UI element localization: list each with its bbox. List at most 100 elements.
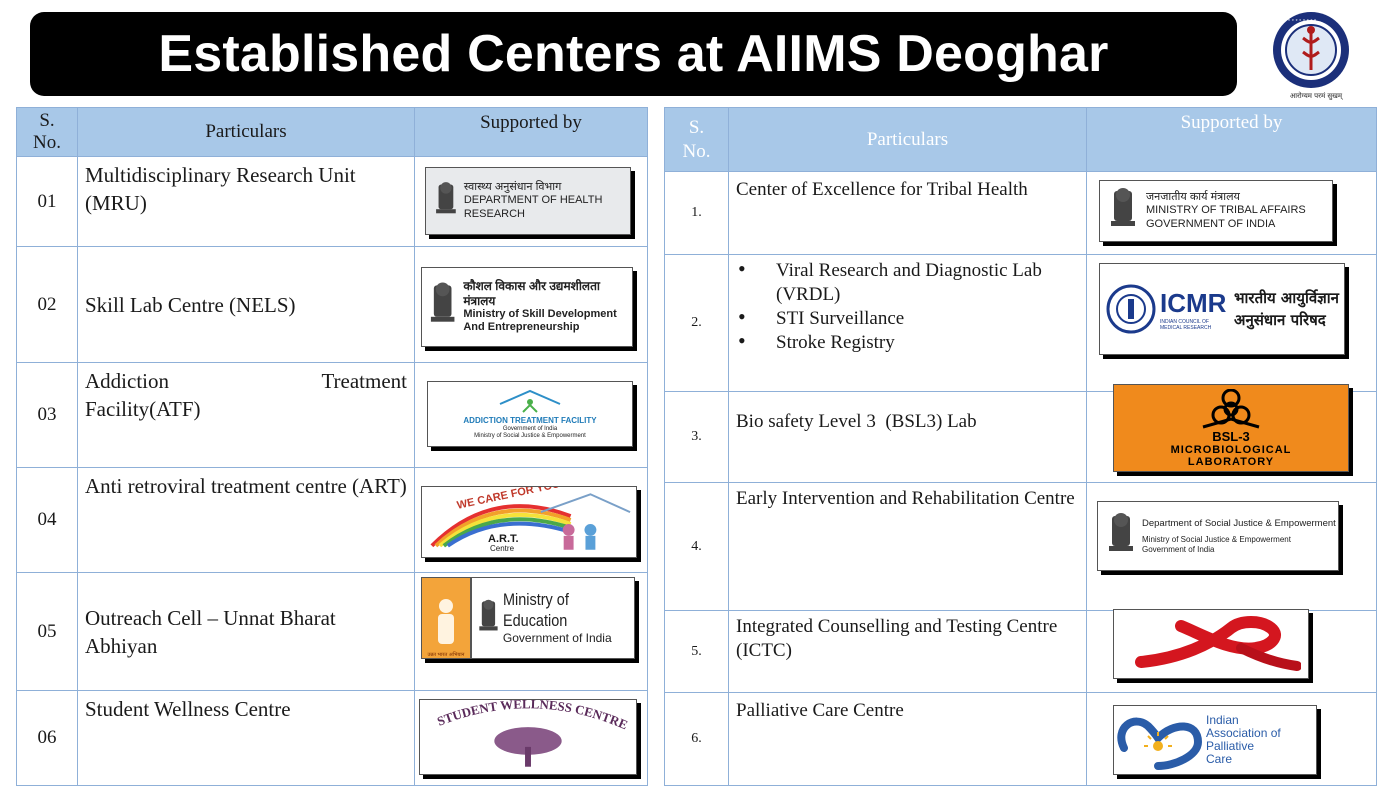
services-list: Viral Research and Diagnostic Lab (VRDL)… (736, 257, 1079, 355)
header-supported-by: Supported by (414, 107, 648, 157)
table-header-row: S.No. Particulars Supported by (664, 107, 1377, 172)
row-sno: 04 (16, 467, 78, 573)
table-row: 04 Anti retroviral treatment centre (ART… (16, 467, 648, 573)
row-particular: Palliative Care Centre (728, 692, 1087, 786)
row-sno: 01 (16, 156, 78, 247)
title-banner: Established Centers at AIIMS Deoghar (30, 12, 1237, 96)
logo-line: And Entrepreneurship (463, 321, 580, 334)
logo-line: INDIAN COUNCIL OF MEDICAL RESEARCH (1160, 318, 1212, 331)
art-centre-logo: WE CARE FOR YOU A.R.T. Centre (421, 486, 637, 558)
ashoka-emblem-icon (436, 182, 456, 214)
right-centers-table: S.No. Particulars Supported by 1. Center… (664, 107, 1377, 786)
palliative-care-logo: Indian Association of Palliative Care (1113, 705, 1317, 775)
list-item: Viral Research and Diagnostic Lab (VRDL) (736, 257, 1079, 307)
table-row: 03 Addiction Treatment Facility(ATF) ADD… (16, 362, 648, 468)
page-title: Established Centers at AIIMS Deoghar (158, 25, 1109, 83)
logo-line: उन्नत भारत अभियान (427, 652, 465, 658)
skill-development-logo: कौशल विकास और उद्यमशीलता मंत्रालय Minist… (421, 267, 633, 347)
rainbow-family-icon (430, 493, 631, 550)
bsl3-sign: BSL-3 MICROBIOLOGICAL LABORATORY (1113, 384, 1349, 472)
emblem-caption: आरोग्यम परमं सुखम् (1289, 92, 1343, 100)
logo-line: स्वास्थ्य अनुसंधान विभाग (463, 181, 562, 194)
logo-line: MINISTRY OF TRIBAL AFFAIRS (1146, 204, 1306, 217)
tree-icon: STUDENT WELLNESS CENTRE (435, 700, 630, 767)
particular-line: Facility(ATF) (85, 397, 201, 421)
row-particular: Anti retroviral treatment centre (ART) (77, 467, 415, 573)
logo-line: Ministry of Social Justice & Empowerment (474, 432, 586, 439)
student-wellness-logo: STUDENT WELLNESS CENTRE (419, 699, 637, 775)
atf-logo: ADDICTION TREATMENT FACILITY Government … (427, 381, 633, 447)
table-row: 5. Integrated Counselling and Testing Ce… (664, 609, 1377, 693)
row-supported-by: ADDICTION TREATMENT FACILITY Government … (414, 362, 648, 468)
row-particular: Integrated Counselling and Testing Centr… (728, 610, 1087, 693)
row-particular: Student Wellness Centre (77, 690, 415, 786)
list-item: Stroke Registry (736, 329, 1079, 355)
logo-line: ADDICTION TREATMENT FACILITY (463, 416, 597, 426)
logo-line: Association of (1206, 726, 1281, 740)
header-sno: S.No. (664, 107, 729, 172)
icmr-seal-icon (1106, 284, 1156, 334)
table-row: 4. Early Intervention and Rehabilitation… (664, 482, 1377, 611)
logo-line: Government of India (1142, 544, 1215, 554)
icmr-logo: ICMR INDIAN COUNCIL OF MEDICAL RESEARCH … (1099, 263, 1345, 355)
logo-line: अनुसंधान परिषद (1234, 311, 1326, 329)
row-supported-by: कौशल विकास और उद्यमशीलता मंत्रालय Minist… (414, 246, 648, 363)
table-row: 01 Multidisciplinary Research Unit (MRU)… (16, 156, 648, 247)
ministry-education-logo: Ministry of Education Government of Indi… (471, 577, 635, 659)
row-sno: 1. (664, 171, 729, 255)
social-justice-logo: Department of Social Justice & Empowerme… (1097, 501, 1339, 571)
table-row: 6. Palliative Care Centre Indian Associa… (664, 692, 1377, 786)
header-particulars: Particulars (77, 107, 415, 157)
logo-line: Government of India (502, 425, 558, 432)
logo-line: Department of Social Justice & Empowerme… (1142, 517, 1336, 529)
logo-line: Palliative (1206, 739, 1255, 753)
row-sno: 6. (664, 692, 729, 786)
aiims-emblem: ॰ ॰ ॰ ॰ ॰ ॰ ॰ ॰ आरोग्यम परमं सुखम् (1268, 10, 1354, 102)
row-particular: Outreach Cell – Unnat Bharat Abhiyan (77, 572, 415, 691)
row-sno: 4. (664, 482, 729, 611)
header-particulars: Particulars (728, 107, 1087, 172)
biohazard-icon (1202, 388, 1260, 428)
dhr-logo: स्वास्थ्य अनुसंधान विभाग DEPARTMENT OF H… (425, 167, 631, 235)
logo-line: MICROBIOLOGICAL (1170, 443, 1292, 456)
row-sno: 02 (16, 246, 78, 363)
logo-line: जनजातीय कार्य मंत्रालय (1146, 191, 1240, 204)
logo-line: BSL-3 (1212, 428, 1250, 444)
table-row: 2. Viral Research and Diagnostic Lab (VR… (664, 254, 1377, 392)
red-ribbon-icon (1135, 616, 1301, 671)
list-item: STI Surveillance (736, 305, 1079, 331)
row-supported-by: Indian Association of Palliative Care (1086, 692, 1377, 786)
row-supported-by: स्वास्थ्य अनुसंधान विभाग DEPARTMENT OF H… (414, 156, 648, 247)
logo-line: Ministry of Education (502, 590, 569, 630)
logo-line: Ministry of Social Justice & Empowerment (1142, 535, 1291, 545)
row-sno: 3. (664, 391, 729, 483)
logo-line: Government of India (502, 631, 612, 646)
logo-line: ICMR (1160, 287, 1227, 318)
logo-line: भारतीय आयुर्विज्ञान (1234, 288, 1340, 307)
heart-sun-icon (1117, 717, 1203, 770)
row-supported-by: WE CARE FOR YOU A.R.T. Centre (414, 467, 648, 573)
row-supported-by: जनजातीय कार्य मंत्रालय MINISTRY OF TRIBA… (1086, 171, 1377, 255)
red-ribbon-logo (1113, 609, 1309, 679)
row-particular: Addiction Treatment Facility(ATF) (77, 362, 415, 468)
row-supported-by: Department of Social Justice & Empowerme… (1086, 482, 1377, 611)
gandhi-figure-icon (438, 599, 454, 644)
row-supported-by: उन्नत भारत अभियान Ministry of Education … (414, 572, 648, 691)
row-sno: 03 (16, 362, 78, 468)
tribal-affairs-logo: जनजातीय कार्य मंत्रालय MINISTRY OF TRIBA… (1099, 180, 1333, 242)
emblem-icon: ॰ ॰ ॰ ॰ ॰ ॰ ॰ ॰ (1273, 12, 1349, 88)
row-sno: 06 (16, 690, 78, 786)
ashoka-emblem-icon (1109, 513, 1133, 551)
table-row: 06 Student Wellness Centre STUDENT WELLN… (16, 690, 648, 786)
unnat-bharat-logo: उन्नत भारत अभियान (421, 577, 471, 659)
ashoka-emblem-icon (479, 599, 498, 631)
row-particular: Skill Lab Centre (NELS) (77, 246, 415, 363)
table-row: 1. Center of Excellence for Tribal Healt… (664, 171, 1377, 255)
table-row: 3. Bio safety Level 3 (BSL3) Lab BSL-3 M… (664, 384, 1377, 483)
svg-text:॰ ॰ ॰ ॰ ॰ ॰ ॰ ॰: ॰ ॰ ॰ ॰ ॰ ॰ ॰ ॰ (1288, 18, 1316, 24)
particular-line: Addiction Treatment (85, 369, 407, 393)
logo-line: Ministry of Skill Development (463, 308, 617, 321)
table-header-row: S.No. Particulars Supported by (16, 107, 648, 157)
row-particular: Center of Excellence for Tribal Health (728, 171, 1087, 255)
table-row: 02 Skill Lab Centre (NELS) कौशल विकास और… (16, 246, 648, 363)
